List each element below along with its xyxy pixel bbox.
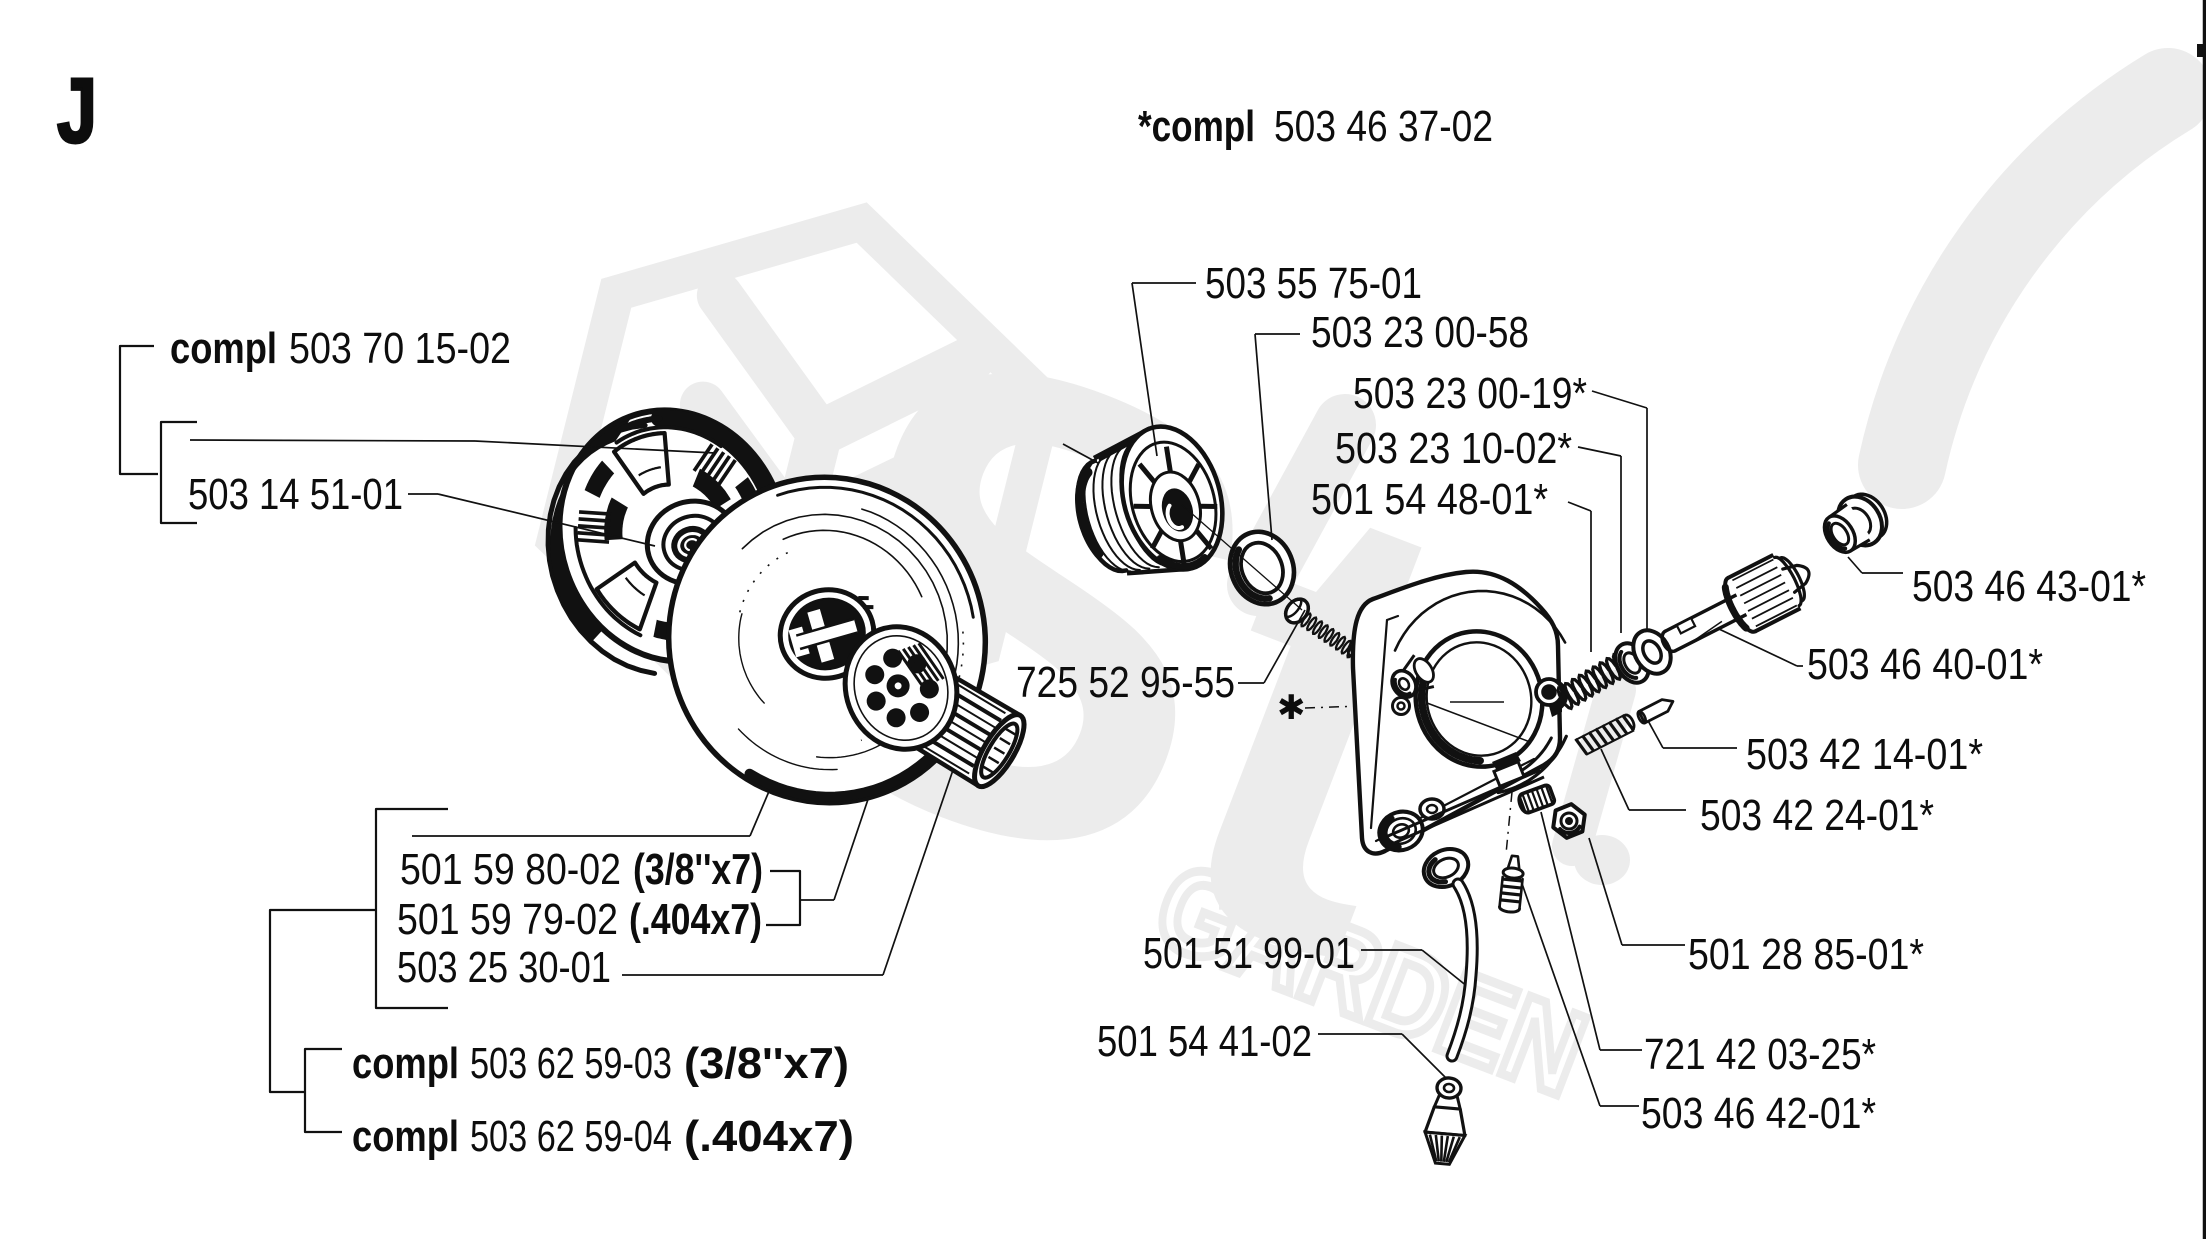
svg-text:501 59 79-02: 501 59 79-02 xyxy=(397,895,618,944)
svg-text:503 14 51-01: 503 14 51-01 xyxy=(188,470,403,519)
svg-text:501 54 41-02: 501 54 41-02 xyxy=(1097,1017,1312,1066)
svg-text:721 42 03-25*: 721 42 03-25* xyxy=(1644,1030,1876,1079)
svg-text:725 52 95-55: 725 52 95-55 xyxy=(1016,658,1235,707)
svg-text:compl: compl xyxy=(352,1112,459,1161)
svg-text:(3/8''x7): (3/8''x7) xyxy=(684,1039,849,1088)
svg-text:503 62 59-03: 503 62 59-03 xyxy=(470,1039,672,1088)
svg-text:503 62 59-04: 503 62 59-04 xyxy=(470,1112,672,1161)
svg-text:503 23 00-19*: 503 23 00-19* xyxy=(1353,369,1587,418)
svg-text:(.404x7): (.404x7) xyxy=(684,1112,854,1161)
svg-text:J: J xyxy=(57,60,97,162)
svg-text:501 59 80-02: 501 59 80-02 xyxy=(400,845,621,894)
svg-text:503 23 10-02*: 503 23 10-02* xyxy=(1335,424,1572,473)
svg-text:503 70 15-02: 503 70 15-02 xyxy=(289,324,511,373)
svg-text:501 54 48-01*: 501 54 48-01* xyxy=(1311,475,1548,524)
svg-text:503 55 75-01: 503 55 75-01 xyxy=(1205,259,1422,308)
svg-text:503 46 40-01*: 503 46 40-01* xyxy=(1807,640,2043,689)
svg-text:503 46 43-01*: 503 46 43-01* xyxy=(1912,562,2146,611)
svg-text:compl: compl xyxy=(352,1039,459,1088)
svg-text:503 23 00-58: 503 23 00-58 xyxy=(1311,308,1529,357)
svg-text:501 28 85-01*: 501 28 85-01* xyxy=(1688,930,1924,979)
svg-text:503 46 42-01*: 503 46 42-01* xyxy=(1641,1089,1876,1138)
svg-text:501 51 99-01: 501 51 99-01 xyxy=(1143,929,1355,978)
svg-text:503 42 14-01*: 503 42 14-01* xyxy=(1746,730,1983,779)
svg-text:✱: ✱ xyxy=(1277,689,1306,727)
svg-text:503 42 24-01*: 503 42 24-01* xyxy=(1700,791,1934,840)
svg-text:(.404x7): (.404x7) xyxy=(629,895,762,944)
svg-text:compl: compl xyxy=(170,324,277,373)
svg-text:*compl: *compl xyxy=(1138,102,1255,151)
svg-text:(3/8''x7): (3/8''x7) xyxy=(633,845,763,894)
svg-text:503 25 30-01: 503 25 30-01 xyxy=(397,943,611,992)
svg-text:503 46 37-02: 503 46 37-02 xyxy=(1274,102,1493,151)
